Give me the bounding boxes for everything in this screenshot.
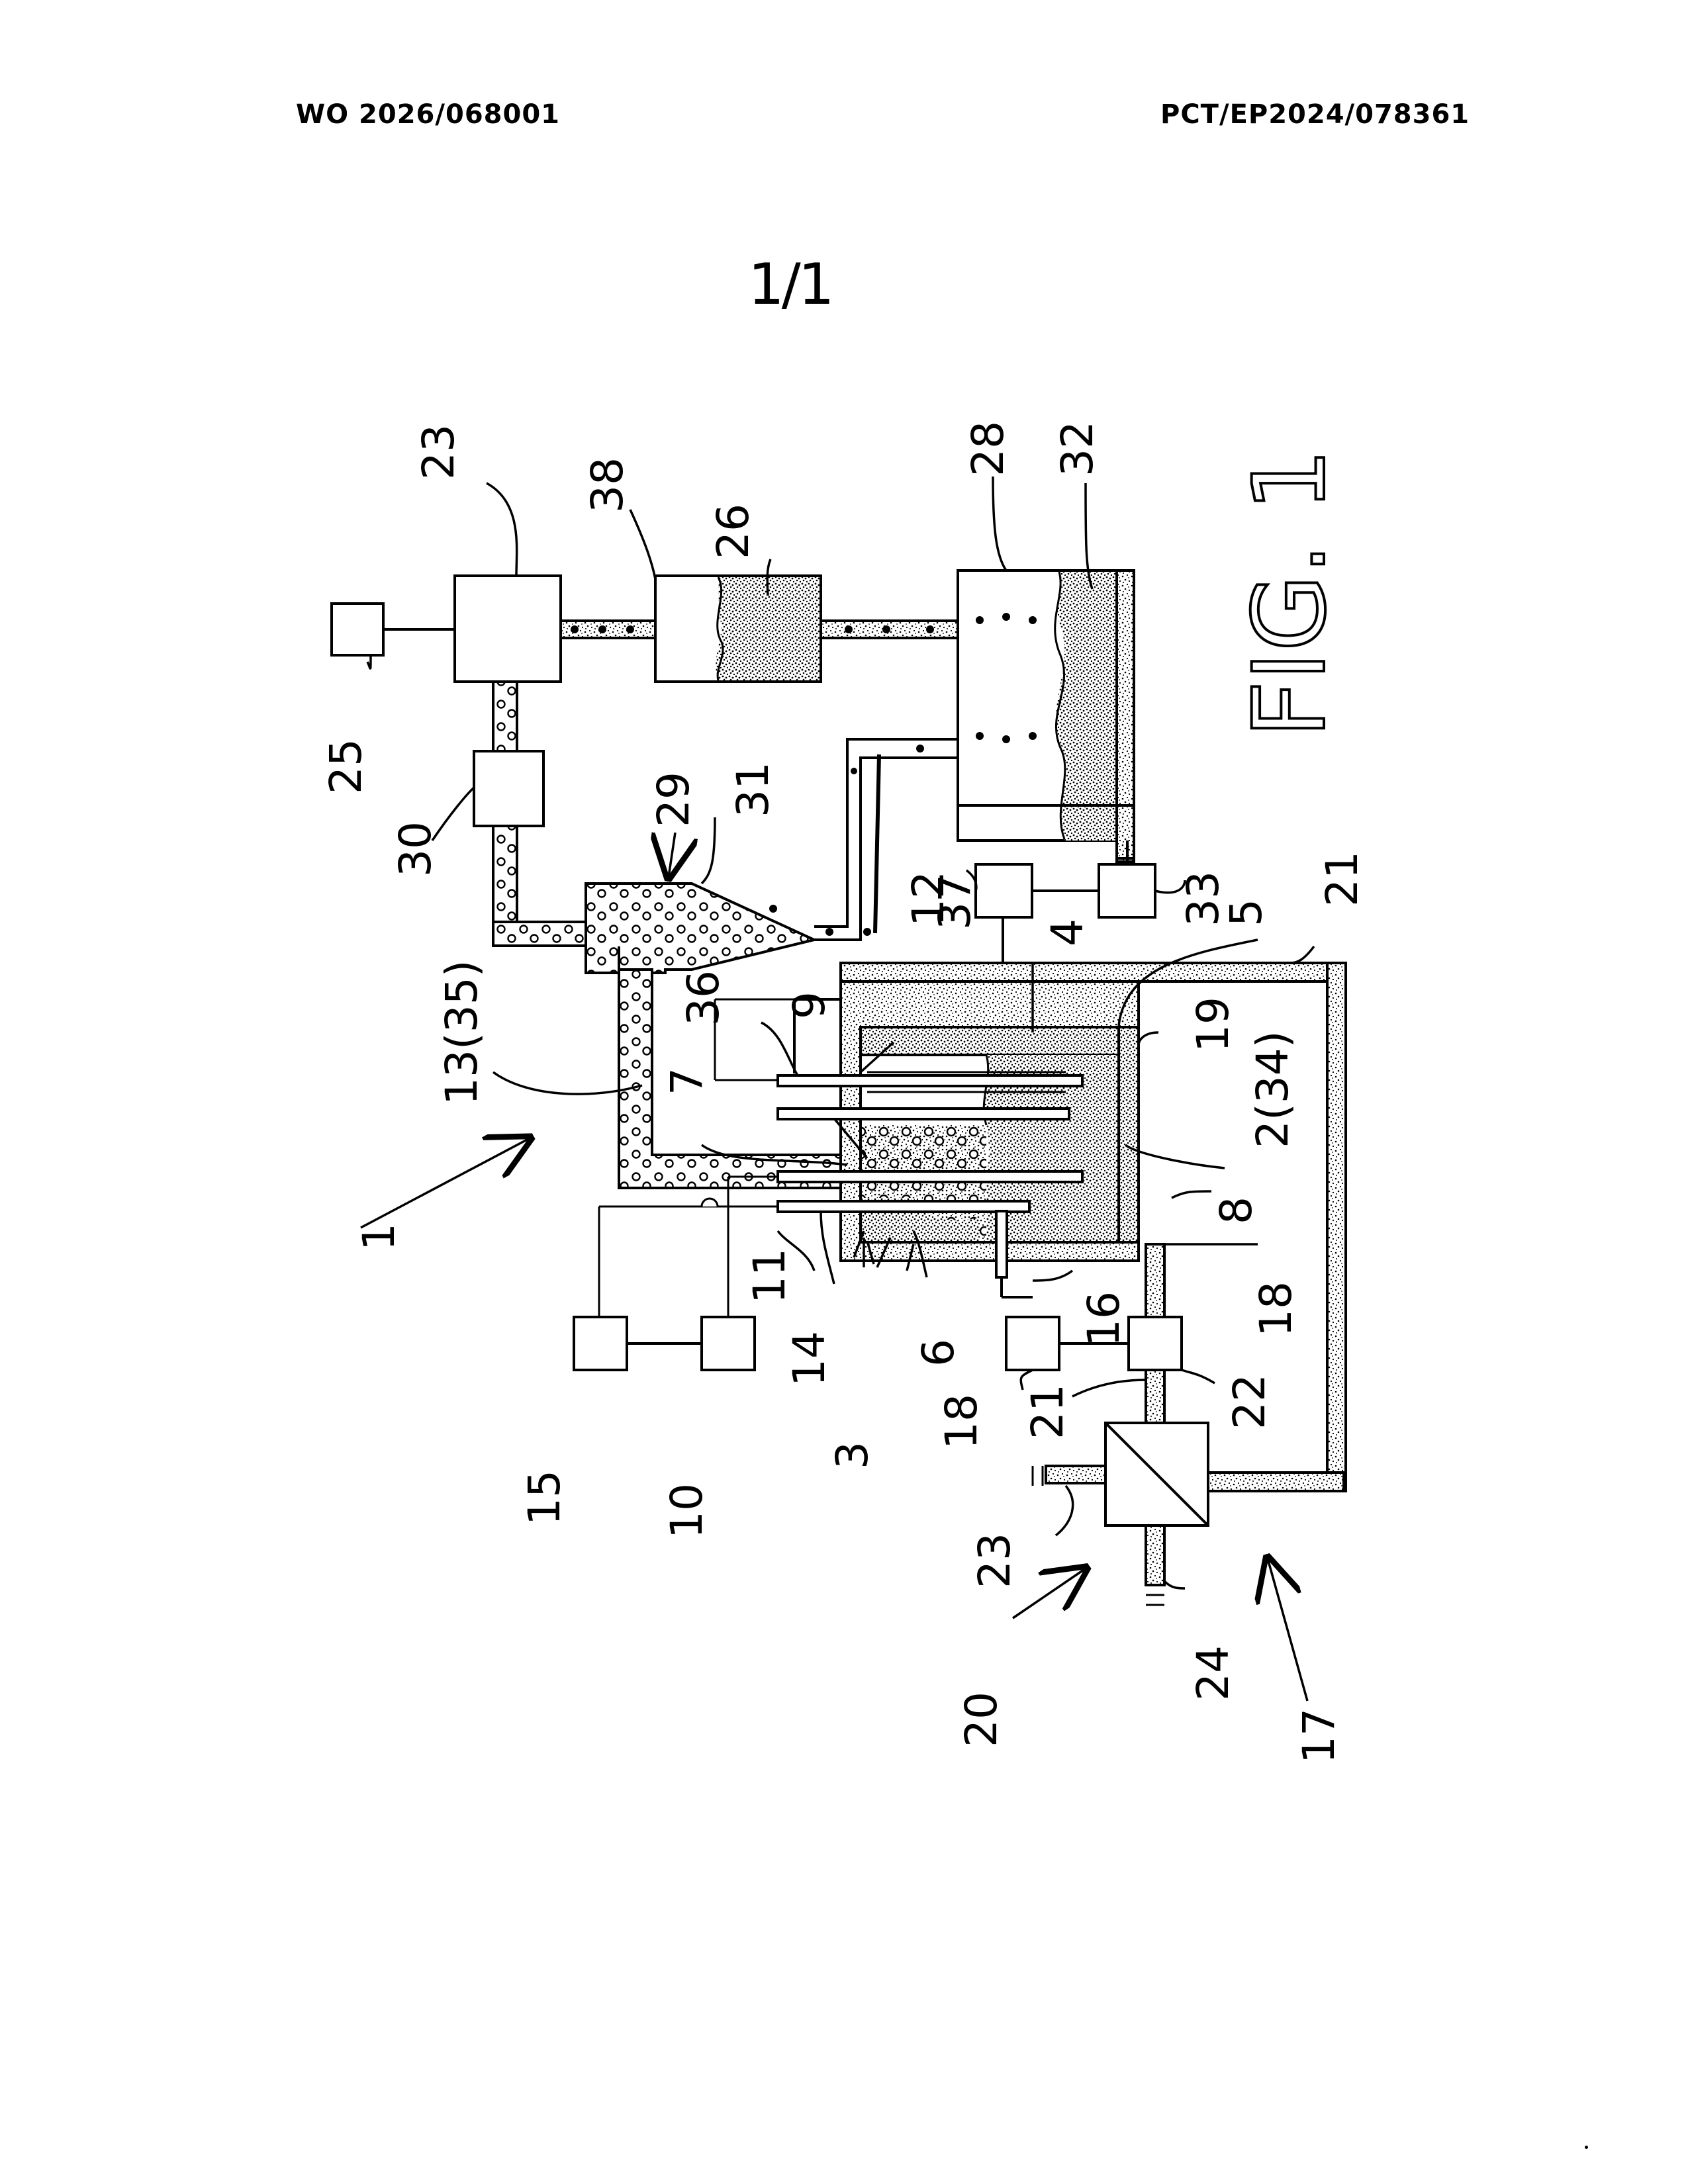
ref-label: 16: [1078, 1291, 1129, 1347]
ref-label: 20: [956, 1692, 1007, 1747]
ref-label: 26: [708, 504, 759, 559]
ref-label: 12: [903, 871, 954, 927]
ref-label: 8: [1211, 1197, 1262, 1224]
ref-label: 19: [1188, 997, 1239, 1052]
ref-label: 29: [648, 772, 699, 827]
ref-label: 11: [744, 1248, 795, 1304]
ref-label: 23: [969, 1533, 1020, 1588]
unit-18: [1006, 1317, 1059, 1370]
ref-label: 24: [1188, 1645, 1239, 1701]
ref-label: 18: [936, 1394, 987, 1449]
ref-label: 10: [661, 1483, 712, 1539]
ref-label: 1: [353, 1223, 404, 1251]
unit-30: [474, 751, 543, 826]
ref-label: 36: [678, 970, 729, 1026]
figure-title: FIG. 1: [1233, 448, 1348, 738]
ref-label: 23: [413, 424, 464, 480]
ref-label: 38: [582, 457, 633, 513]
ref-label: 3: [827, 1441, 878, 1469]
ref-label: 21: [1022, 1384, 1073, 1439]
ref-label: 15: [519, 1470, 570, 1525]
ref-label: 30: [390, 821, 441, 877]
unit-10: [702, 1317, 755, 1370]
ref-label: 18: [1250, 1281, 1301, 1337]
unit-27: [332, 604, 383, 655]
ref-label: 13(35): [436, 960, 487, 1105]
ref-label: 31: [727, 762, 778, 817]
ref-label: 22: [1224, 1374, 1275, 1430]
unit-15: [574, 1317, 627, 1370]
page-mark: [1585, 2146, 1588, 2149]
ref-label: 5: [1221, 899, 1272, 927]
ref-label: 14: [784, 1331, 835, 1387]
ref-label: 9: [784, 991, 835, 1019]
ref-label: 6: [913, 1339, 964, 1367]
unit-37: [976, 864, 1032, 917]
unit-33: [1099, 864, 1155, 917]
ref-label: 2(34): [1247, 1031, 1298, 1148]
ref-label: 7: [661, 1068, 712, 1095]
ref-label: 4: [1042, 919, 1093, 946]
ref-label: 28: [962, 421, 1013, 477]
unit-24: [1129, 1317, 1182, 1370]
ref-label: 25: [320, 739, 371, 794]
ref-label: 32: [1052, 421, 1103, 477]
ref-label: 17: [1293, 1708, 1344, 1764]
ref-label: 21: [1317, 851, 1368, 907]
unit-25: [455, 576, 561, 682]
